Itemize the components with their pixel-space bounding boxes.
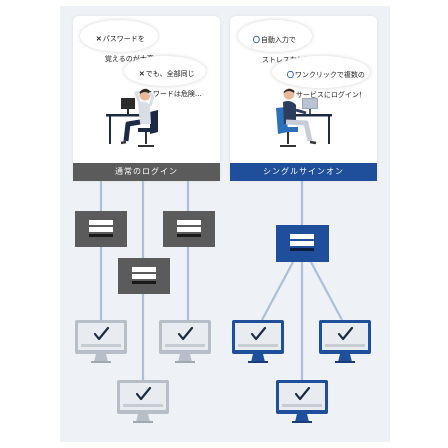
left-thought-bubble-2 <box>124 56 206 86</box>
login-window-icon <box>75 211 127 247</box>
left-bubble-2-line-1: でも、全部同じ <box>145 70 195 78</box>
computer-icon <box>276 380 328 423</box>
sso-banner: シングルサインオン <box>230 163 377 181</box>
worried-person-illustration <box>106 88 158 147</box>
cross-icon: ✕ <box>138 69 145 78</box>
cross-icon: ✕ <box>95 34 102 43</box>
computer-icon <box>75 320 127 363</box>
right-bubble-1-line-1: 自動入力で <box>260 36 296 44</box>
circle-icon: 〇 <box>286 70 294 79</box>
computer-icon <box>232 320 284 363</box>
left-bubble-2-line-2: パスワードは危険… <box>138 90 202 98</box>
circle-icon: 〇 <box>252 35 260 44</box>
login-window-icon <box>118 258 170 294</box>
left-bubble-1-line-2: 覚えるのが大変… <box>104 55 161 63</box>
right-bubble-2-line-2: サービスにログイン！ <box>295 91 366 99</box>
left-bubble-2-text: ✕でも、全部同じ パスワードは危険… <box>130 59 202 109</box>
right-thought-bubble-2 <box>272 56 370 88</box>
left-bubble-1-line-1: パスワードを <box>102 35 145 43</box>
relaxed-person-illustration <box>276 88 332 147</box>
computer-icon <box>319 320 371 363</box>
computer-icon <box>117 380 169 423</box>
left-bubble-1-text: ✕パスワードを 覚えるのが大変… <box>87 24 161 74</box>
connector-lines <box>99 181 343 380</box>
right-bubble-2-line-1: ワンクリックで複数の <box>294 71 365 79</box>
computer-icon <box>159 320 211 363</box>
login-window-icon <box>163 211 215 247</box>
left-thought-bubble-1 <box>80 20 158 52</box>
right-thought-bubble-1 <box>238 20 312 52</box>
right-bubble-2-text: 〇ワンクリックで複数の サービスにログイン！ <box>278 60 366 110</box>
login-window-icon <box>276 225 329 262</box>
normal-login-banner: 通常のログイン <box>73 163 220 181</box>
